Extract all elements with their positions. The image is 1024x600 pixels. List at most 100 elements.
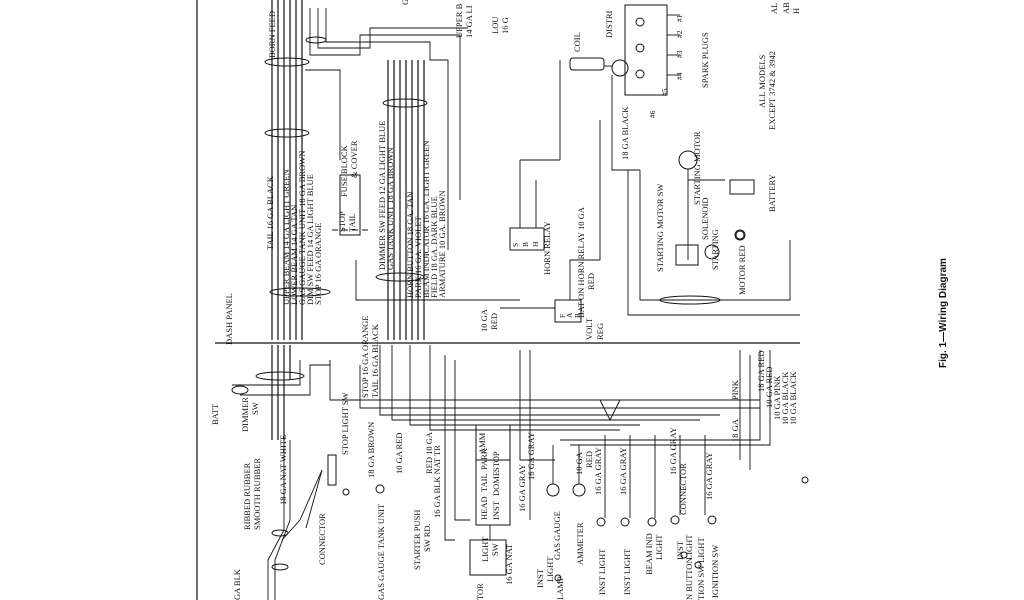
stop-16-orange-lower: STOP 16 GA ORANGE — [360, 316, 370, 398]
wire-10-ga-red: 10 GA RED — [764, 366, 774, 408]
tail-16-black-lower: TAIL 16 GA BLACK — [370, 323, 380, 398]
horn-relay-label: HORN RELAY — [542, 221, 552, 275]
pink-label: PINK — [730, 379, 740, 400]
dimmer-label: DIMMER — [240, 397, 250, 432]
inst-light-a2: LIGHT — [545, 556, 555, 582]
sixteen-g-label: 16 G — [500, 17, 510, 34]
sw-head: HEAD — [479, 496, 489, 520]
wire-tail-16-black: TAIL 16 GA BLACK — [265, 175, 275, 250]
starting-label: STARTING — [710, 229, 720, 270]
gray-16-c: 16 GA GRAY — [593, 447, 603, 495]
labels: BORN FEED G UPPER B 14 GA LI LOU 16 G DI… — [210, 0, 949, 600]
horn-relay-s: S — [511, 243, 520, 247]
tail-label: TAIL — [347, 213, 357, 232]
lou-label: LOU — [490, 17, 500, 34]
wire-lower-beam: LOWER BEAM 14 GA TAN — [289, 205, 299, 305]
nat-16-label: 16 GA NAT — [504, 543, 514, 585]
smooth-rubber-label: SMOOTH RUBBER — [252, 458, 262, 530]
edge-right-ab: AB — [781, 2, 791, 14]
upper-beam-label: UPPER B — [454, 3, 464, 38]
wire-horn-button: HORN BUTTON 18 GA. TAN — [405, 192, 415, 298]
wire-18-ga-red: 18 GA RED — [756, 350, 766, 392]
gray-16-e: 16 GA GRAY — [668, 427, 678, 475]
tion-sw-light-label: TION SW LIGHT — [696, 537, 706, 600]
fuse-cover-label: & COVER — [349, 140, 359, 178]
ignition-sw-label: IGNITION SW — [710, 545, 720, 598]
eighteen-ga-black-label: 18 GA BLACK — [620, 106, 630, 160]
fuse-block-label: FUSE BLOCK — [339, 144, 349, 197]
solenoid-label: SOLENOID — [700, 198, 710, 241]
wire-park-violet: PARK 16 GA. VIOLET — [413, 215, 423, 298]
starting-motor-sw-label: STARTING MOTOR SW — [655, 184, 665, 272]
connector-right-label: CONNECTOR — [678, 463, 688, 515]
dist-terminal-3: #3 — [675, 50, 684, 58]
dist-terminal-5: #5 — [660, 88, 669, 96]
sw-stop: STOP — [491, 451, 501, 472]
sw-tail: TAIL — [479, 473, 489, 492]
inst-light-b: INST LIGHT — [597, 548, 607, 595]
horn-relay-h: H — [531, 241, 540, 247]
brown-18-label: 18 GA BROWN — [366, 422, 376, 478]
gas-gauge-tank-unit-label: GAS GAUGE TANK UNIT — [376, 503, 386, 600]
beam-ind-label: BEAM IND — [644, 533, 654, 575]
ribbed-rubber-label: RIBBED RUBBER — [242, 462, 252, 530]
dimmer-sw-label: SW — [250, 402, 260, 415]
starting-motor-label: STARTING MOTOR — [692, 131, 702, 205]
dist-terminal-1: #1 — [675, 14, 684, 22]
wire-upper-beam: UPPER BEAM 14 GA LIGHT GREEN — [281, 169, 291, 305]
inst-d1: INST — [675, 540, 685, 560]
distributor-label: DISTRI — [604, 10, 614, 38]
wire-10-ga-pink: 10 GA PINK — [772, 375, 782, 420]
figure-caption: Fig. 1—Wiring Diagram — [938, 258, 949, 368]
horn-relay-b: B — [521, 242, 530, 247]
wire-10-ga-black-a: 10 GA BLACK — [780, 371, 790, 425]
connector-left-label: CONNECTOR — [317, 513, 327, 565]
gray-16-a: 16 GA GRAY — [517, 464, 527, 512]
red-label: RED — [586, 273, 596, 290]
gray-16-right: 16 GA GRAY — [704, 452, 714, 500]
reg-label: REG — [595, 323, 605, 340]
born-feed-label: BORN FEED — [267, 11, 277, 58]
except-models-label: EXCEPT 3742 & 3942 — [767, 51, 777, 130]
stop-label: STOP — [337, 211, 347, 232]
fourteen-ga-li-label: 14 GA LI — [464, 5, 474, 38]
gray-16-d: 16 GA GRAY — [618, 447, 628, 495]
volt-label: VOLT — [584, 317, 594, 340]
sw-inst: INST — [491, 500, 501, 520]
battery-label: BATTERY — [767, 174, 777, 212]
dist-terminal-4: #4 — [675, 72, 684, 80]
wire-dim-sw-feed: DIM SW FEED 14 GA LIGHT BLUE — [305, 174, 315, 305]
motor-red-label: MOTOR RED — [737, 245, 747, 295]
inst-light-a1: INST — [535, 568, 545, 588]
wire-lines — [196, 0, 809, 600]
coil-label: COIL — [572, 32, 582, 52]
batt-label: BATT — [210, 403, 220, 425]
tor-label: TOR — [475, 583, 485, 600]
blk-nat-tr-label: 16 GA BLK NAT TR — [432, 445, 442, 518]
ten-ga-red-label: 10 GA RED — [394, 432, 404, 474]
starter-push-label: STARTER PUSH — [412, 510, 422, 570]
inst-d2: LIGHT — [684, 534, 694, 560]
top-g-label: G — [400, 0, 410, 5]
stop-light-sw-label: STOP LIGHT SW — [340, 392, 350, 455]
ten-ga-b: 10 GA — [574, 451, 584, 475]
wire-dimmer-sw-feed: DIMMER SW FEED 12 GA LIGHT BLUE — [377, 121, 387, 270]
lamp-label: LAMP — [555, 576, 565, 600]
wire-stop-16-orange: STOP 16 GA ORANGE — [313, 223, 323, 305]
ammeter-label: AMMETER — [575, 522, 585, 565]
wire-beam-indicator: BEAM INDICATOR 16 GA. LIGHT GREEN — [421, 141, 431, 298]
dist-terminal-2: #2 — [675, 30, 684, 38]
wire-armature-brown: ARMATURE 10 GA. BROWN — [437, 190, 447, 298]
edge-right-h: H — [791, 8, 801, 14]
dist-terminal-6: #6 — [648, 110, 657, 118]
dash-panel-label: DASH PANEL — [224, 293, 234, 345]
volt-reg-wire-red: RED — [489, 313, 499, 330]
bat-on-horn-relay: BAT ON HORN RELAY 10 GA — [576, 206, 586, 318]
inst-light-c: INST LIGHT — [622, 548, 632, 595]
all-models-label: ALL MODELS — [757, 54, 767, 108]
spark-plugs-label: SPARK PLUGS — [700, 32, 710, 88]
wire-field-dark-blue: FIELD 18 GA. DARK BLUE — [429, 196, 439, 298]
wire-10-ga-black-b: 10 GA BLACK — [788, 371, 798, 425]
eighteen-ga-label: 18 GA — [730, 418, 740, 442]
beam-ind-light-label: LIGHT — [654, 534, 664, 560]
